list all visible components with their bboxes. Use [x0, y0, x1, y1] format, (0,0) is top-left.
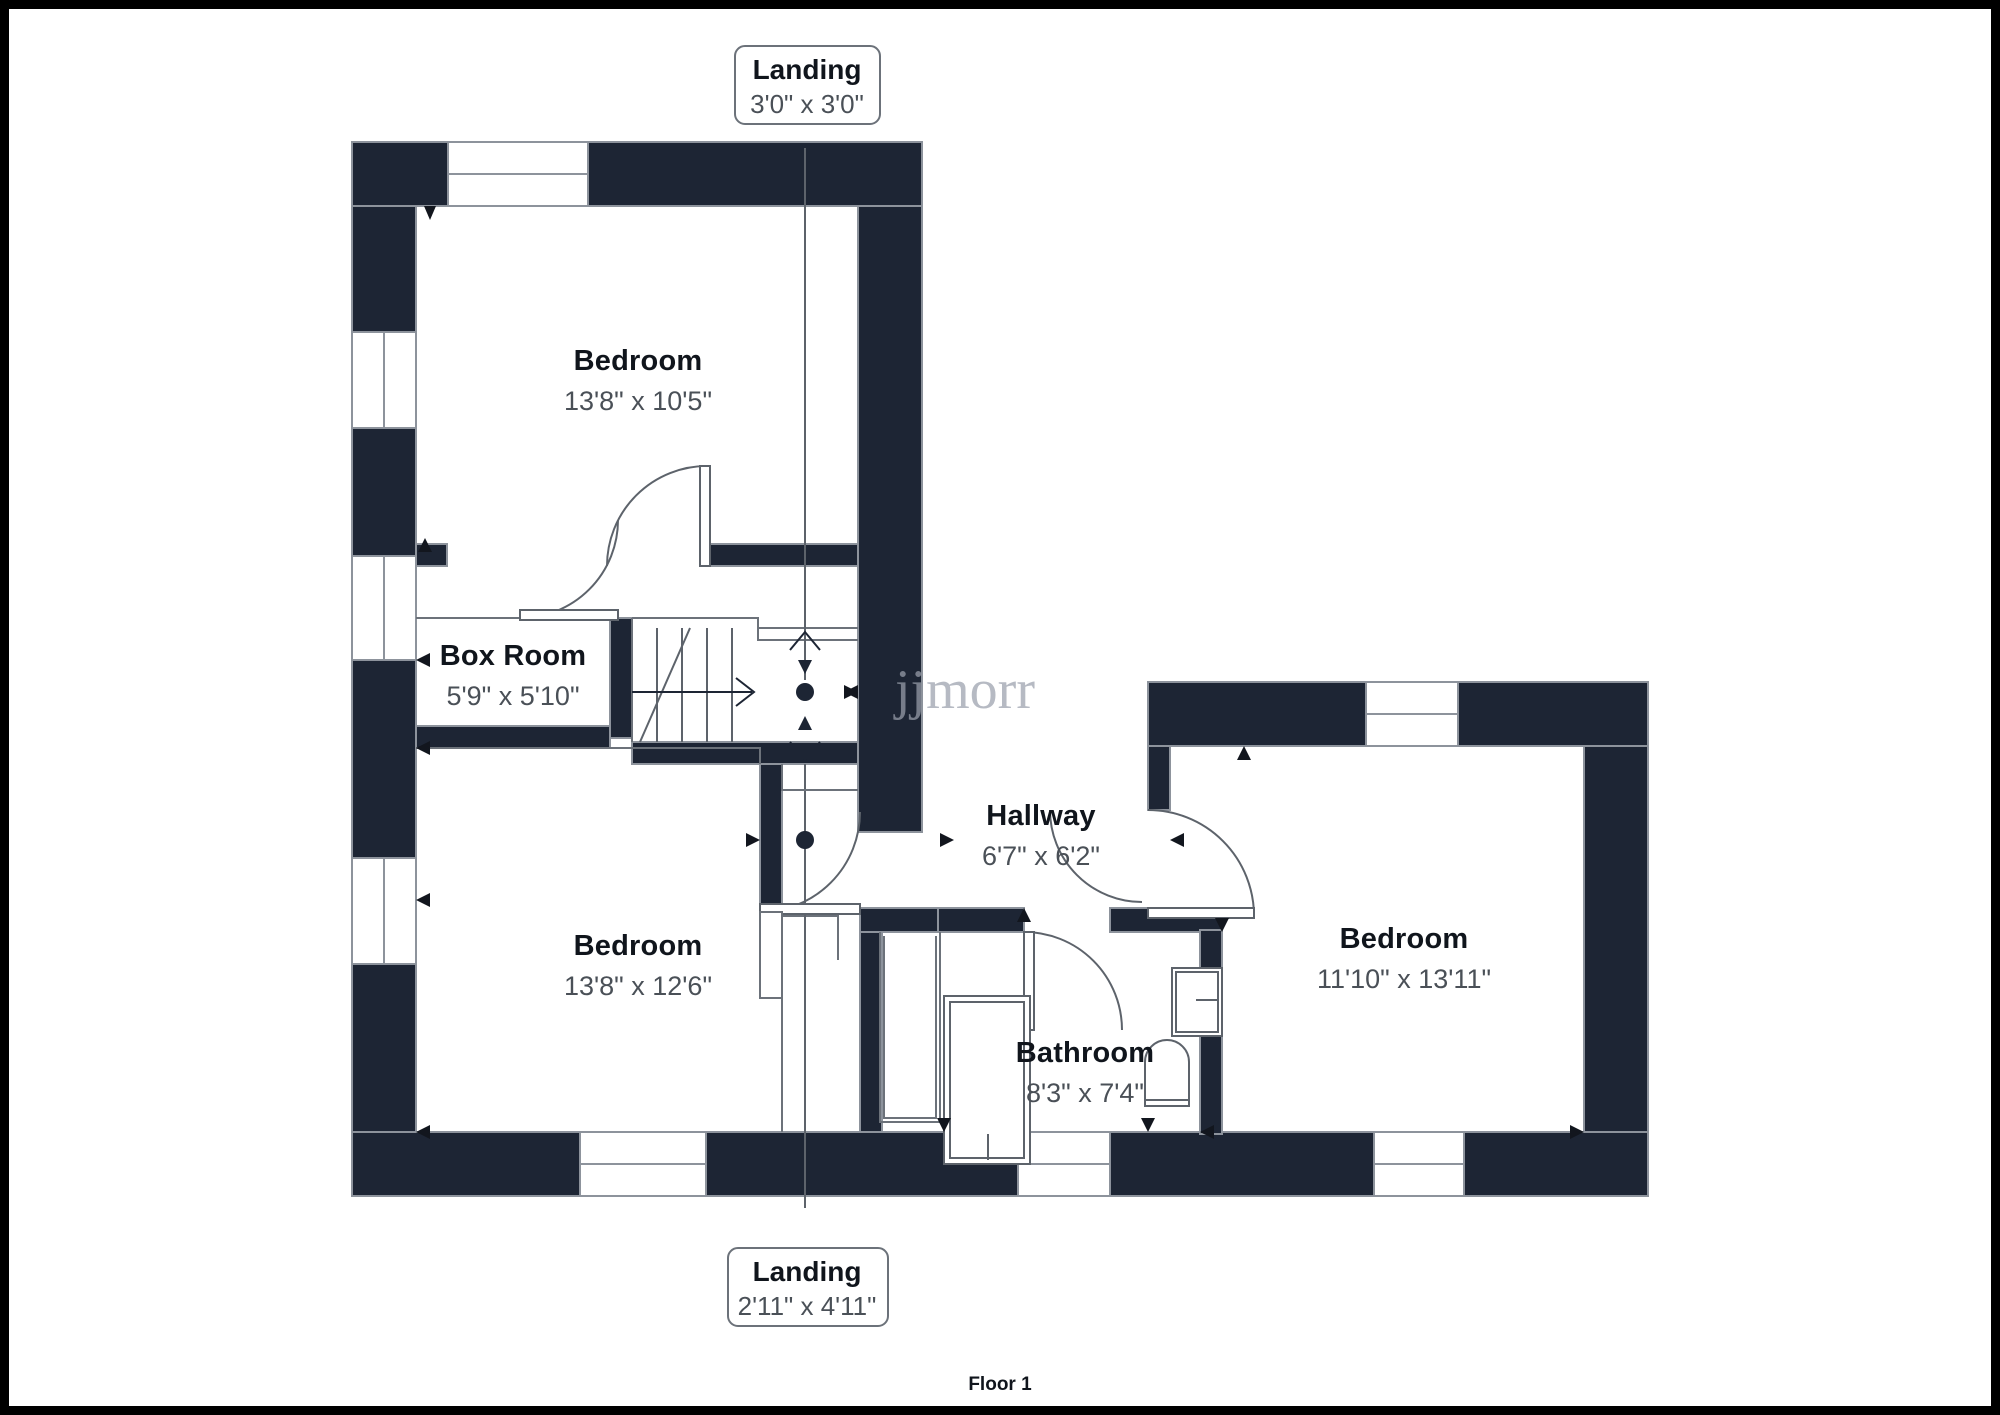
door-bedroom-bottom-left — [759, 811, 861, 999]
bathtub-group — [943, 995, 1031, 1165]
wall-top-left-a — [351, 141, 449, 207]
callout-name: Landing — [753, 1256, 862, 1287]
wash-basin — [1171, 967, 1223, 1037]
callout-name: Landing — [753, 54, 862, 85]
room-label-bathroom: Bathroom 8'3" x 7'4" — [1016, 1037, 1155, 1108]
wall-bedroom-bl-right-upper — [759, 763, 783, 911]
callout-dimensions: 3'0" x 3'0" — [750, 89, 864, 119]
door-hallway-landing — [1049, 809, 1143, 903]
marker-dot-hallway-upper — [796, 683, 814, 701]
dimension-ticks — [416, 206, 1584, 1139]
callout-landing-bottom: Landing 2'11" x 4'11" — [727, 1247, 889, 1327]
room-name: Bathroom — [1016, 1037, 1155, 1069]
room-label-bedroom-right: Bedroom 11'10" x 13'11" — [1317, 923, 1491, 994]
staircase — [632, 627, 756, 743]
room-name: Box Room — [440, 640, 587, 672]
wall-top-left-b — [587, 141, 923, 207]
wall-bottom-d — [1463, 1131, 1649, 1197]
marker-dot-hallway-lower — [796, 831, 814, 849]
wall-box-room-bottom — [415, 725, 611, 749]
wall-right-wing-top-b — [1457, 681, 1649, 747]
wall-stair-bottom — [631, 741, 859, 765]
door-bedroom-top-left — [606, 465, 711, 567]
ceiling-markers — [796, 683, 814, 849]
room-name: Hallway — [986, 800, 1095, 832]
callout-dimensions: 2'11" x 4'11" — [738, 1291, 877, 1321]
landing-markers — [781, 148, 858, 1208]
callout-landing-top: Landing 3'0" x 3'0" — [734, 45, 881, 125]
room-label-hallway: Hallway 6'7" x 6'2" — [982, 800, 1100, 871]
room-label-bedroom-bottom-left: Bedroom 13'8" x 12'6" — [564, 930, 712, 1001]
wall-bathroom-top-left — [937, 907, 1025, 933]
wall-right-wing-top-a — [1147, 681, 1367, 747]
bathroom-fixtures — [1144, 967, 1223, 1107]
wall-left-1 — [351, 205, 417, 333]
room-label-box-room: Box Room 5'9" x 5'10" — [440, 640, 587, 711]
watermark: jjmorr — [893, 659, 1035, 721]
wall-bottom-a — [351, 1131, 581, 1197]
wall-right-exterior — [1583, 745, 1649, 1197]
wall-bedroom-bl-right-lower — [859, 909, 883, 1133]
wall-left-2 — [351, 427, 417, 557]
wall-interior-bedroom-bottom-b — [699, 543, 859, 567]
door-bathroom — [1023, 931, 1123, 1031]
room-name: Bedroom — [574, 930, 703, 962]
wall-hallway-right — [1147, 745, 1171, 811]
room-dimensions: 5'9" x 5'10" — [446, 681, 579, 711]
room-name: Bedroom — [574, 345, 703, 377]
wall-wing-right — [857, 205, 923, 833]
bathtub-inner — [949, 1001, 1025, 1159]
room-dimensions: 6'7" x 6'2" — [982, 841, 1100, 871]
door-box-room — [519, 519, 619, 621]
room-name: Bedroom — [1340, 923, 1469, 955]
room-dimensions: 8'3" x 7'4" — [1026, 1078, 1144, 1108]
toilet — [1144, 1039, 1190, 1107]
room-dimensions: 11'10" x 13'11" — [1317, 964, 1491, 994]
door-group — [519, 465, 1255, 1031]
wall-bottom-c — [1109, 1131, 1375, 1197]
room-labels: Bedroom 13'8" x 10'5" Box Room 5'9" x 5'… — [440, 345, 1491, 1108]
wall-box-room-right — [609, 617, 633, 739]
callout-box — [734, 45, 881, 125]
floor-caption: Floor 1 — [968, 1374, 1032, 1395]
wall-left-3 — [351, 659, 417, 859]
callout-box — [727, 1247, 889, 1327]
room-label-bedroom-top-left: Bedroom 13'8" x 10'5" — [564, 345, 712, 416]
room-dimensions: 13'8" x 12'6" — [564, 971, 712, 1001]
door-bedroom-right — [1147, 809, 1255, 919]
room-dimensions: 13'8" x 10'5" — [564, 386, 712, 416]
